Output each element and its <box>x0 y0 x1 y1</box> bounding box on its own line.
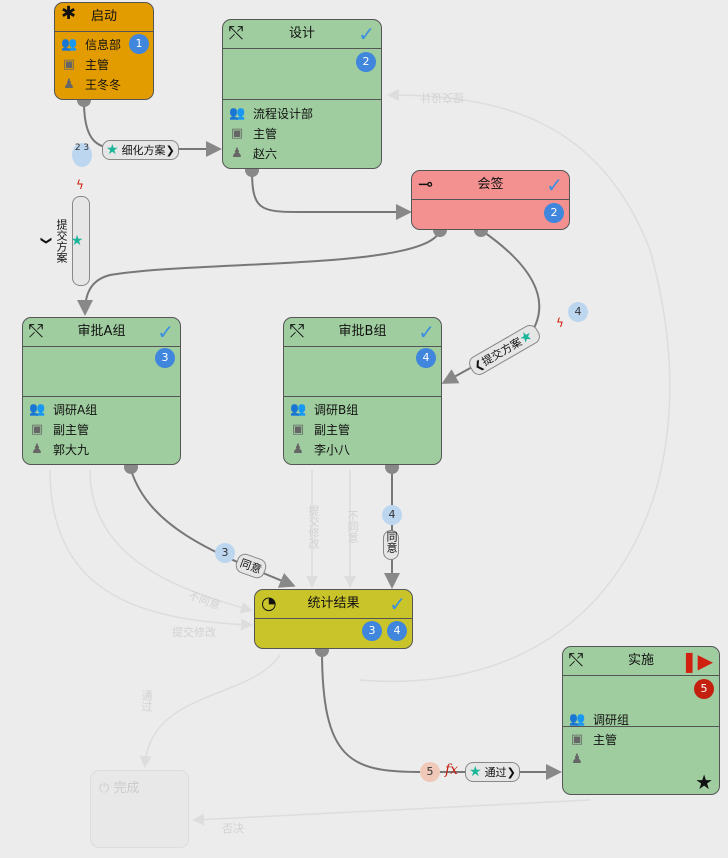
lightning-icon: ϟ <box>76 178 84 192</box>
node-start[interactable]: ✱启动 1 👥信息部 ▣主管 ♟王冬冬 <box>54 2 154 100</box>
role-icon: ▣ <box>230 126 244 141</box>
edge-label-pass[interactable]: ★通过❯ <box>465 762 520 782</box>
node-countersign[interactable]: ⊸会签✓ 2 <box>411 170 570 230</box>
timer-icon: ◔ <box>261 593 277 614</box>
role-icon: ▣ <box>30 422 44 437</box>
step-badge: 1 <box>129 34 149 54</box>
chevron-right-icon: ❯ <box>165 143 175 157</box>
asterisk-icon: ✱ <box>61 3 77 24</box>
step-number: 3 <box>215 543 235 563</box>
role-icon: ▣ <box>570 732 584 747</box>
power-icon: ⏻ <box>99 781 110 796</box>
step-badge: 2 <box>544 203 564 223</box>
step-badge: 4 <box>387 621 407 641</box>
faded-edge-label: 提交设计 <box>420 91 464 104</box>
check-icon: ✓ <box>389 592 406 616</box>
check-icon: ✓ <box>358 22 375 46</box>
step-badge: 2 <box>356 52 376 72</box>
role-icon: ▣ <box>62 57 76 72</box>
check-icon: ✓ <box>546 173 563 197</box>
merge-icon: ⊸ <box>418 174 434 195</box>
node-approve-a[interactable]: ⤲审批A组✓ 3 👥调研A组 ▣副主管 ♟郭大九 <box>22 317 181 465</box>
task-icon: ⤲ <box>569 650 584 671</box>
step-number: 4 <box>568 302 588 322</box>
faded-edge <box>89 469 253 614</box>
task-icon: ⤲ <box>229 23 244 44</box>
edge-label-submit-left[interactable]: ★提交方案❯ <box>40 196 90 286</box>
role-icon: ▣ <box>291 422 305 437</box>
person-icon: ♟ <box>292 442 304 457</box>
node-approve-b[interactable]: ⤲审批B组✓ 4 👥调研B组 ▣副主管 ♟李小八 <box>283 317 442 465</box>
star-icon: ★ <box>695 770 713 794</box>
faded-edge-label: 提交修改 <box>172 626 216 639</box>
edge-pass <box>321 649 562 780</box>
edge-design-countersign <box>251 169 412 220</box>
step-badge: 3 <box>362 621 382 641</box>
faded-edge-label: 通过 <box>140 690 153 712</box>
edge-label-refine[interactable]: ★细化方案❯ <box>102 140 179 160</box>
faded-edge-label: 不同意 <box>346 510 359 543</box>
step-number: 5 <box>420 762 440 782</box>
star-icon: ★ <box>469 764 482 780</box>
faded-edge <box>359 89 671 683</box>
step-number: 4 <box>382 505 402 525</box>
step-number: 2 3 <box>72 143 92 167</box>
person-icon: ♟ <box>571 752 583 767</box>
node-stats[interactable]: ◔统计结果✓ 3 4 <box>254 589 413 649</box>
star-icon: ★ <box>69 233 85 249</box>
group-icon: 👥 <box>61 37 78 52</box>
faded-edge-label: 提交修改 <box>307 505 320 549</box>
faded-edge <box>192 799 591 826</box>
fx-icon: fx <box>445 762 459 778</box>
group-icon: 👥 <box>229 106 246 121</box>
chevron-right-icon: ❯ <box>506 765 516 779</box>
check-icon: ✓ <box>418 320 435 344</box>
node-implement[interactable]: ⤲实施❚▶ 5 👥调研组 ▣主管 ♟ ★ <box>562 646 720 795</box>
step-badge: 5 <box>694 679 714 699</box>
edge-label-agree-b[interactable]: 同意 <box>383 530 399 560</box>
person-icon: ♟ <box>231 146 243 161</box>
edge-countersign-a <box>77 229 441 316</box>
chevron-down-icon: ❯ <box>40 236 53 246</box>
task-icon: ⤲ <box>29 321 44 342</box>
faded-edge <box>49 469 253 631</box>
node-finish[interactable]: ⏻ 完成 <box>90 770 189 848</box>
faded-edge <box>139 654 281 768</box>
node-header: ✱启动 <box>55 3 153 32</box>
edge-agree-a <box>130 469 296 588</box>
step-badge: 3 <box>155 348 175 368</box>
check-icon: ✓ <box>157 320 174 344</box>
group-icon: 👥 <box>290 402 307 417</box>
person-icon: ♟ <box>31 442 43 457</box>
star-icon: ★ <box>106 142 119 158</box>
play-icon: ❚▶ <box>680 649 713 673</box>
node-design[interactable]: ⤲设计✓ 2 👥流程设计部 ▣主管 ♟赵六 <box>222 19 382 169</box>
faded-edge-label: 否决 <box>222 822 244 835</box>
step-badge: 4 <box>416 348 436 368</box>
group-icon: 👥 <box>569 712 586 727</box>
task-icon: ⤲ <box>290 321 305 342</box>
lightning-icon: ϟ <box>556 316 564 330</box>
person-icon: ♟ <box>63 77 75 92</box>
group-icon: 👥 <box>29 402 46 417</box>
